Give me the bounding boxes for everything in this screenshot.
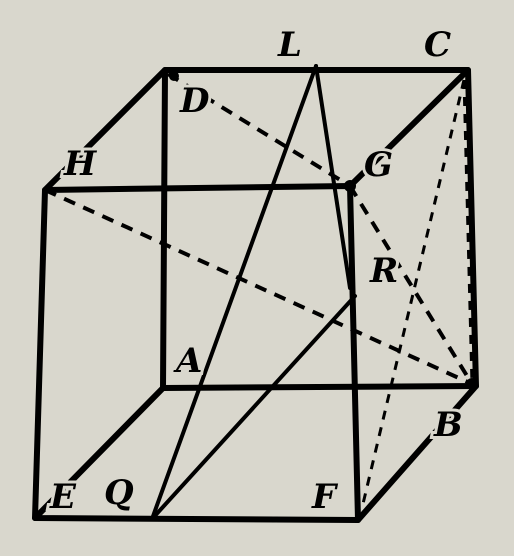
- label-a: A: [173, 341, 202, 381]
- label-l: L: [277, 25, 302, 65]
- dashed-line-g-to-b: [348, 184, 474, 386]
- dashed-line-h-to-b: [44, 188, 473, 386]
- label-g: G: [364, 145, 393, 185]
- label-f: F: [311, 477, 339, 517]
- label-q: Q: [104, 473, 134, 513]
- edge-e-to-a: [32, 385, 166, 521]
- label-e: E: [49, 477, 77, 517]
- label-b: B: [433, 405, 463, 445]
- edge-a-to-b: [160, 383, 479, 391]
- label-r: R: [369, 251, 398, 291]
- label-d: D: [179, 81, 210, 121]
- label-c: C: [424, 25, 451, 65]
- vertex-g-dot: [344, 180, 356, 192]
- label-h: H: [63, 144, 98, 184]
- edge-c-to-b: [465, 67, 479, 389]
- dashed-line-c-to-f: [360, 79, 466, 509]
- top-face-edges: [42, 67, 471, 193]
- edge-d-to-a: [160, 67, 168, 391]
- line-l-to-g: [314, 64, 352, 290]
- line-q-to-point-on-gf: [150, 294, 357, 521]
- vertex-d-dot: [169, 71, 179, 81]
- edge-f-to-b: [355, 383, 479, 523]
- line-l-to-q: [150, 64, 318, 521]
- dashed-line-d-to-g: [166, 72, 352, 188]
- vertex-b-dot: [466, 378, 478, 390]
